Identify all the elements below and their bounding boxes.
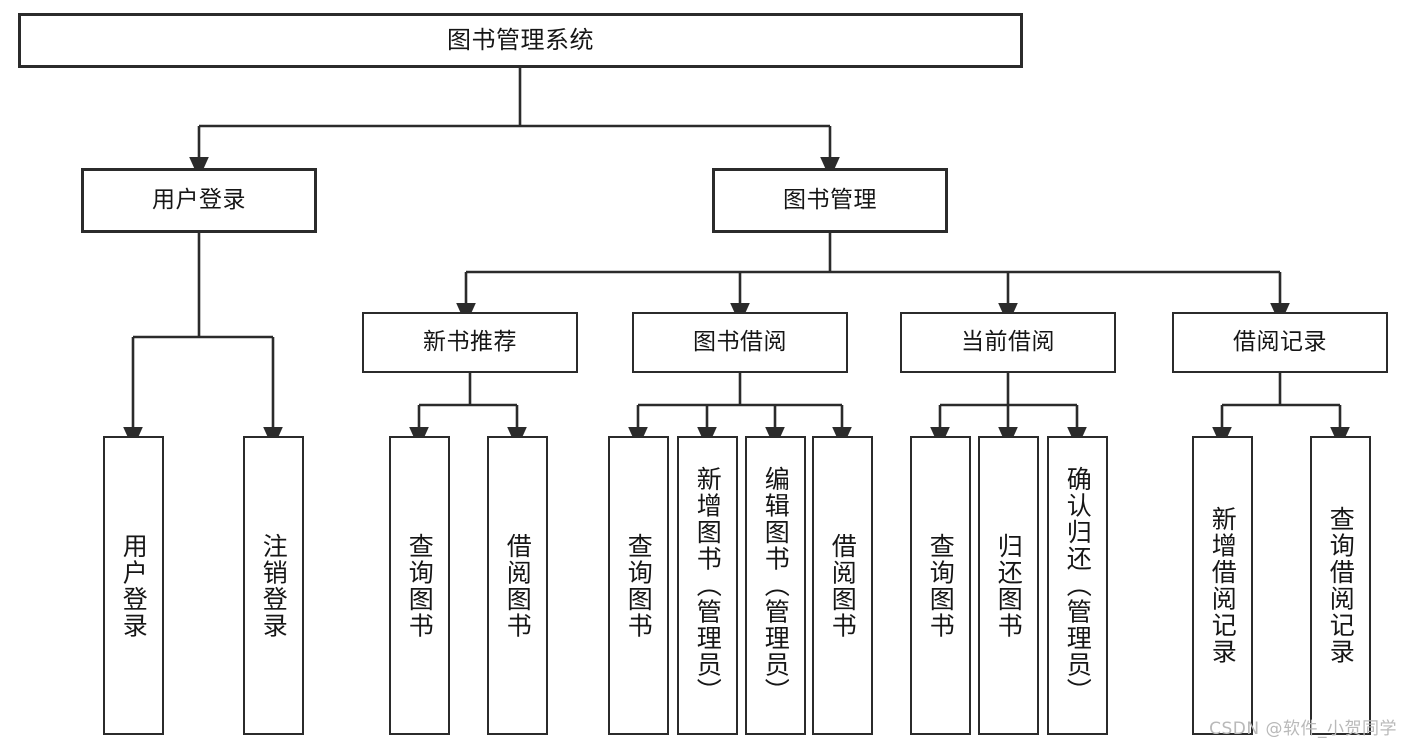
- node-book-borrow[interactable]: 图书借阅: [632, 312, 848, 373]
- node-leaf-edit-book[interactable]: 编辑图书（管理员）: [745, 436, 806, 735]
- node-new-book-recommend[interactable]: 新书推荐: [362, 312, 578, 373]
- node-label: 新书推荐: [423, 328, 517, 355]
- node-label: 用户登录: [119, 532, 149, 639]
- node-label: 借阅图书: [828, 532, 858, 639]
- node-label: 查询借阅记录: [1326, 506, 1356, 665]
- node-label: 查询图书: [624, 532, 654, 639]
- csdn-watermark: CSDN @软件_小贺同学: [1209, 719, 1397, 739]
- node-label: 编辑图书（管理员）: [761, 466, 791, 705]
- node-leaf-query-book-3[interactable]: 查询图书: [910, 436, 971, 735]
- node-label: 图书管理: [783, 186, 877, 213]
- node-user-login[interactable]: 用户登录: [81, 168, 317, 233]
- node-current-borrow[interactable]: 当前借阅: [900, 312, 1116, 373]
- node-label: 查询图书: [405, 532, 435, 639]
- node-leaf-confirm-return[interactable]: 确认归还（管理员）: [1047, 436, 1108, 735]
- node-label: 注销登录: [259, 532, 289, 639]
- node-leaf-borrow-book-2[interactable]: 借阅图书: [812, 436, 873, 735]
- node-label: 新增图书（管理员）: [693, 466, 723, 705]
- node-label: 用户登录: [152, 186, 246, 213]
- node-leaf-return-book[interactable]: 归还图书: [978, 436, 1039, 735]
- node-leaf-query-book-2[interactable]: 查询图书: [608, 436, 669, 735]
- node-label: 图书管理系统: [447, 26, 594, 55]
- node-leaf-user-login[interactable]: 用户登录: [103, 436, 164, 735]
- node-label: 新增借阅记录: [1208, 506, 1238, 665]
- node-root-book-management-system[interactable]: 图书管理系统: [18, 13, 1023, 68]
- node-label: 借阅记录: [1233, 328, 1327, 355]
- node-label: 借阅图书: [503, 532, 533, 639]
- node-borrow-record[interactable]: 借阅记录: [1172, 312, 1388, 373]
- node-leaf-add-record[interactable]: 新增借阅记录: [1192, 436, 1253, 735]
- node-leaf-query-record[interactable]: 查询借阅记录: [1310, 436, 1371, 735]
- node-book-manage[interactable]: 图书管理: [712, 168, 948, 233]
- node-label: 图书借阅: [693, 328, 787, 355]
- node-leaf-user-logout[interactable]: 注销登录: [243, 436, 304, 735]
- node-leaf-add-book[interactable]: 新增图书（管理员）: [677, 436, 738, 735]
- node-label: 查询图书: [926, 532, 956, 639]
- node-leaf-borrow-book-1[interactable]: 借阅图书: [487, 436, 548, 735]
- node-label: 当前借阅: [961, 328, 1055, 355]
- node-label: 确认归还（管理员）: [1063, 466, 1093, 705]
- node-leaf-query-book-1[interactable]: 查询图书: [389, 436, 450, 735]
- node-label: 归还图书: [994, 532, 1024, 639]
